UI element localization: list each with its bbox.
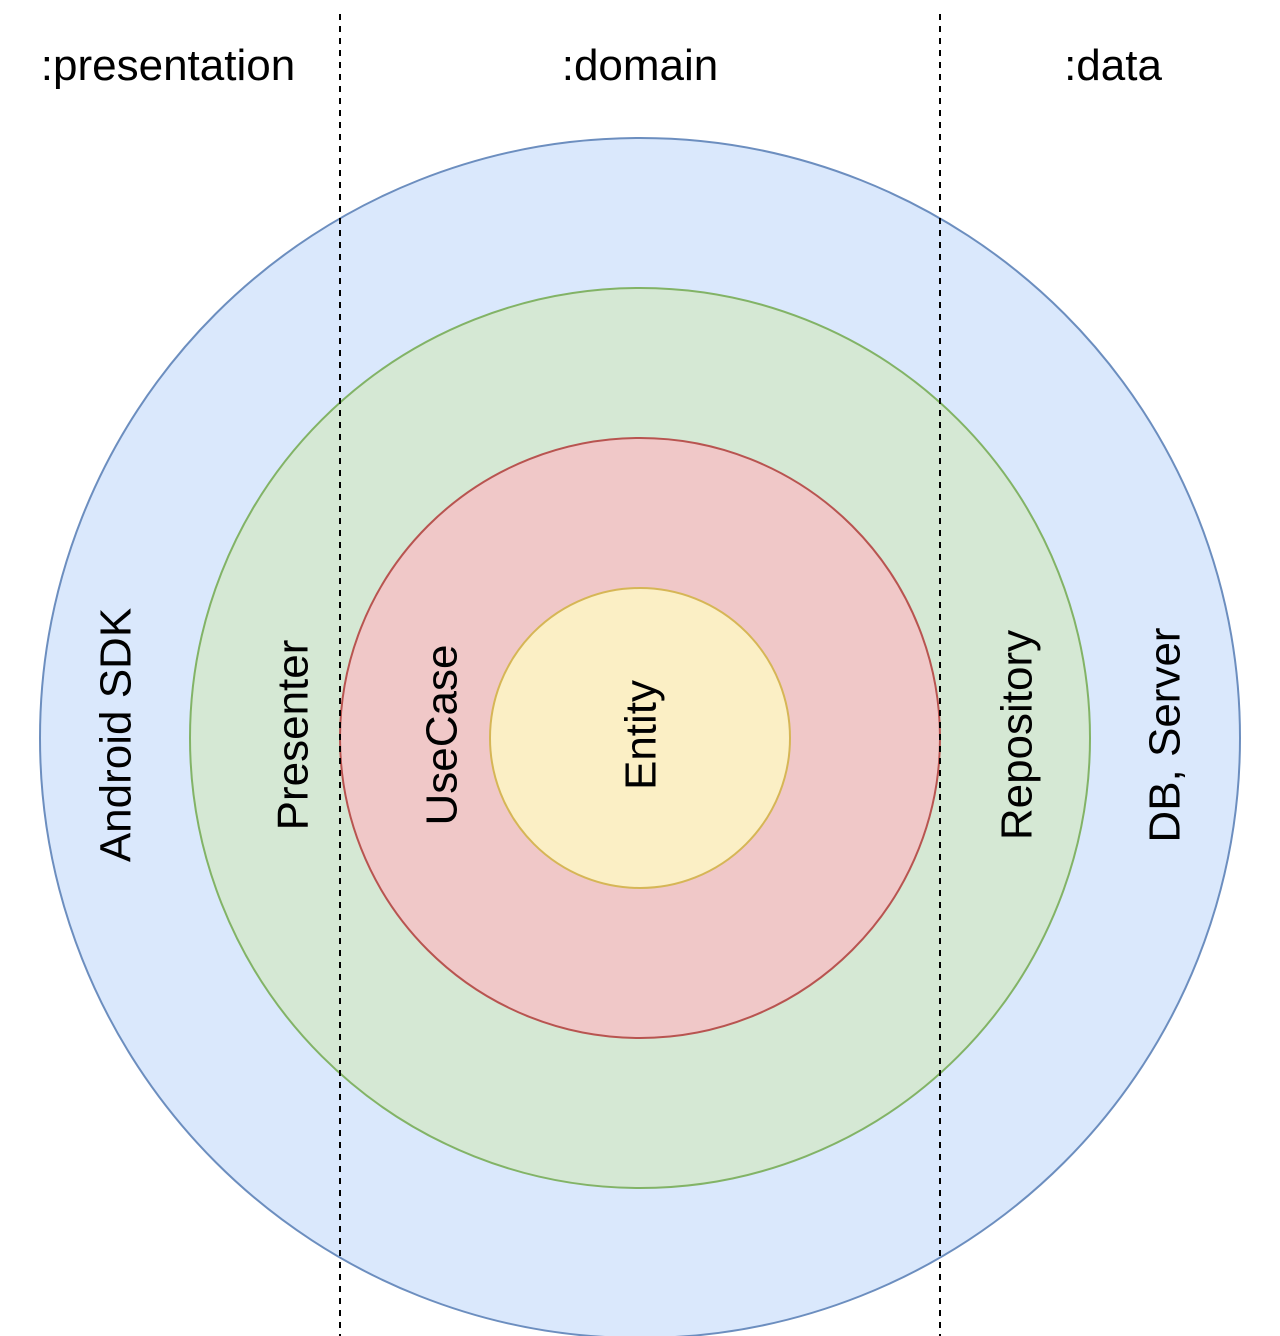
core-circle-entity: [489, 587, 791, 889]
section-label-data: :data: [1064, 41, 1162, 90]
ring-label-presenter: Presenter: [269, 640, 318, 831]
ring-label-usecase: UseCase: [418, 645, 467, 826]
ring-label-android-sdk: Android SDK: [92, 608, 141, 862]
ring-label-entity: Entity: [617, 680, 666, 790]
section-label-presentation: :presentation: [41, 41, 295, 90]
ring-label-repository: Repository: [993, 630, 1042, 840]
ring-label-db-server: DB, Server: [1141, 627, 1190, 842]
section-label-domain: :domain: [562, 41, 719, 90]
